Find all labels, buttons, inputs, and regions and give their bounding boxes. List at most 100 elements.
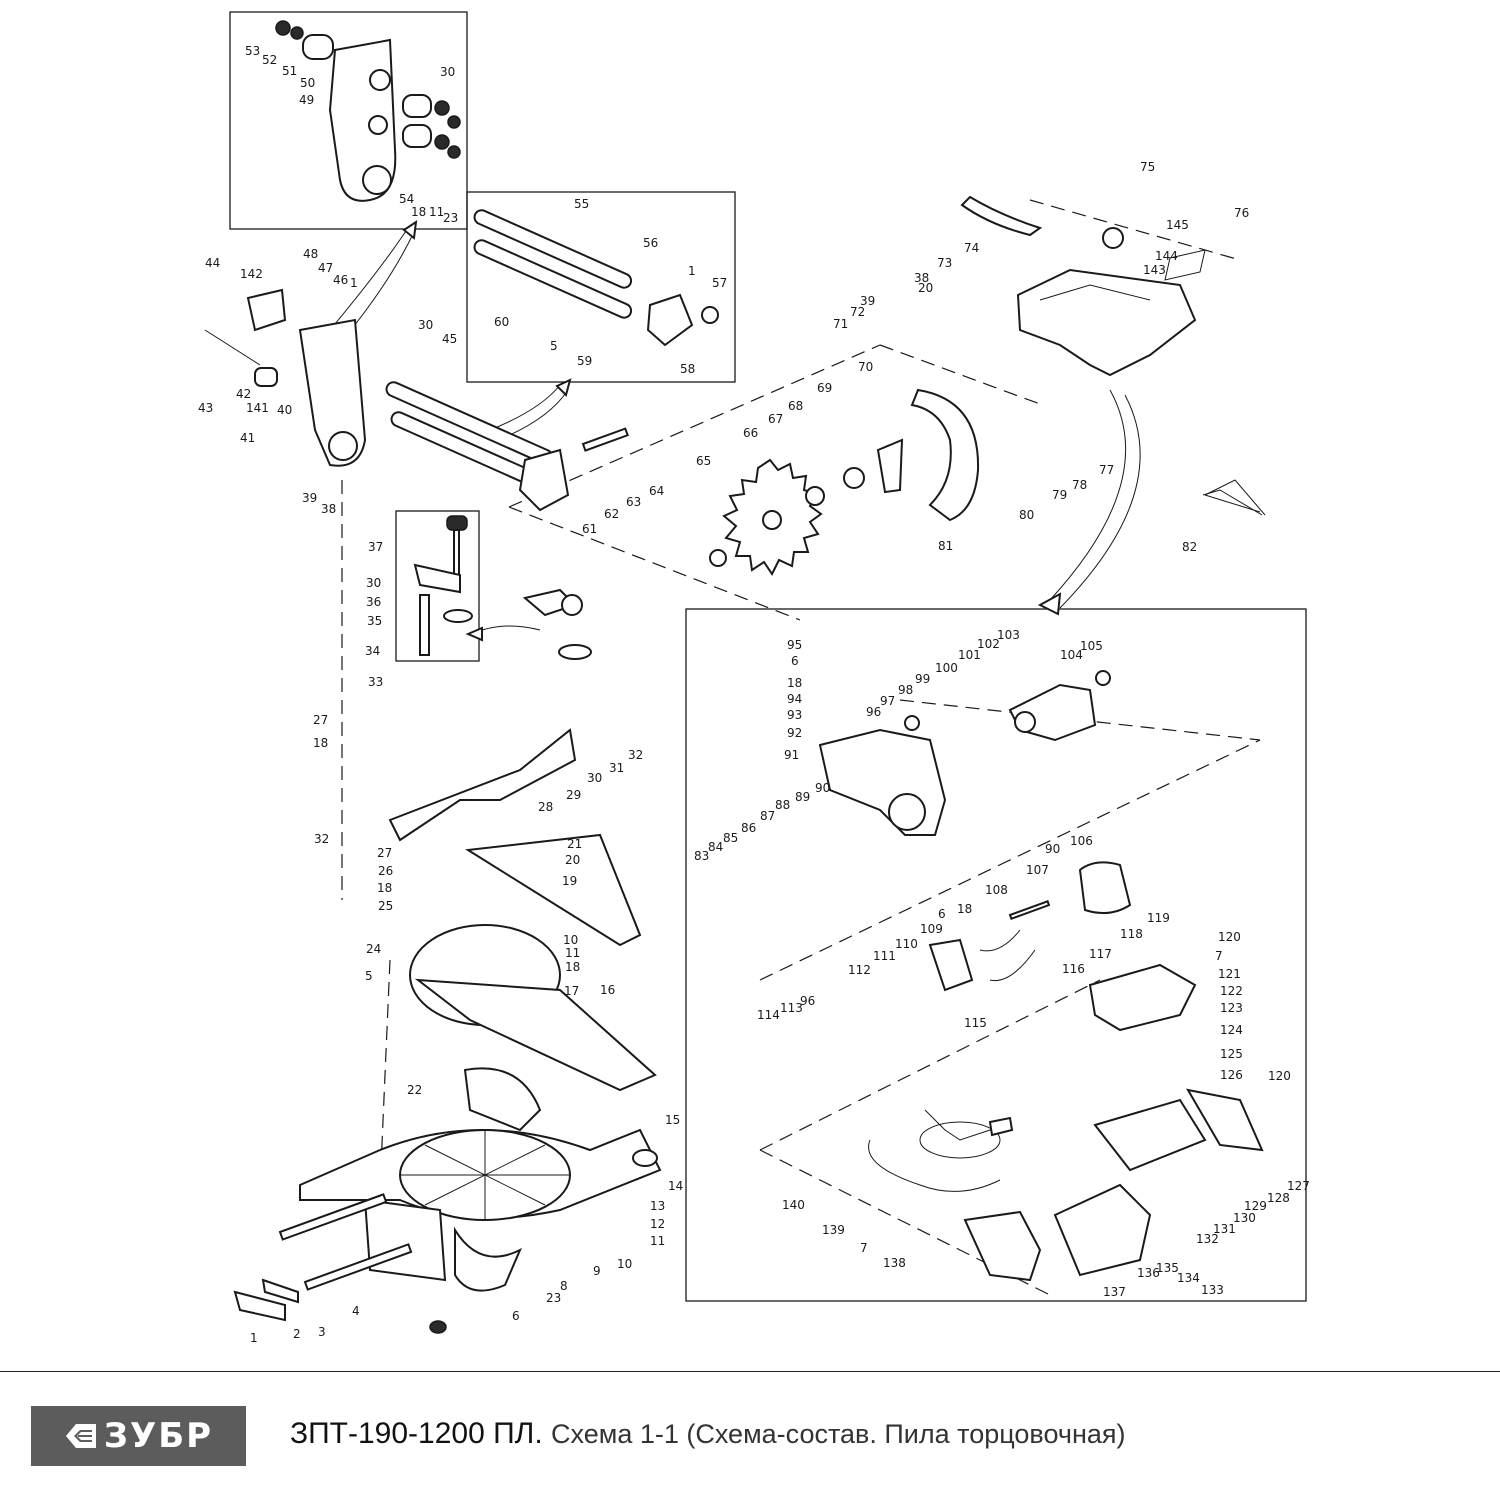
callout-10: 10 — [617, 1257, 632, 1271]
callout-110: 110 — [895, 937, 918, 951]
callout-76: 76 — [1234, 206, 1249, 220]
callout-89: 89 — [795, 790, 810, 804]
callout-32-2: 32 — [314, 832, 329, 846]
callout-1-2: 1 — [688, 264, 696, 278]
callout-77: 77 — [1099, 463, 1114, 477]
callout-94: 94 — [787, 692, 802, 706]
callout-27-2: 27 — [377, 846, 392, 860]
callout-120-2: 120 — [1268, 1069, 1291, 1083]
callout-82: 82 — [1182, 540, 1197, 554]
callout-98: 98 — [898, 683, 913, 697]
callout-112: 112 — [848, 963, 871, 977]
callout-126: 126 — [1220, 1068, 1243, 1082]
callout-144: 144 — [1155, 249, 1178, 263]
callout-53: 53 — [245, 44, 260, 58]
callout-124: 124 — [1220, 1023, 1243, 1037]
motor-housing-top — [960, 195, 1266, 516]
callout-5-2: 5 — [550, 339, 558, 353]
callout-60: 60 — [494, 315, 509, 329]
callout-22: 22 — [407, 1083, 422, 1097]
callout-80: 80 — [1019, 508, 1034, 522]
callout-120: 120 — [1218, 930, 1241, 944]
callout-79: 79 — [1052, 488, 1067, 502]
callout-118: 118 — [1120, 927, 1143, 941]
callout-130: 130 — [1233, 1211, 1256, 1225]
callout-27: 27 — [313, 713, 328, 727]
callout-108: 108 — [985, 883, 1008, 897]
callout-18-2: 18 — [565, 960, 580, 974]
callout-95: 95 — [787, 638, 802, 652]
callout-122: 122 — [1220, 984, 1243, 998]
callout-41: 41 — [240, 431, 255, 445]
callout-6-3: 6 — [938, 907, 946, 921]
inset-box-clamp — [395, 510, 480, 662]
callout-40: 40 — [277, 403, 292, 417]
callout-107: 107 — [1026, 863, 1049, 877]
callout-6-2: 6 — [791, 654, 799, 668]
callout-29: 29 — [566, 788, 581, 802]
callout-30-4: 30 — [587, 771, 602, 785]
callout-86: 86 — [741, 821, 756, 835]
callout-85: 85 — [723, 831, 738, 845]
callout-63: 63 — [626, 495, 641, 509]
callout-138: 138 — [883, 1256, 906, 1270]
scheme-subtitle: Схема 1-1 (Схема-состав. Пила торцовочна… — [551, 1419, 1126, 1449]
callout-96-2: 96 — [800, 994, 815, 1008]
callout-58: 58 — [680, 362, 695, 376]
callout-13: 13 — [650, 1199, 665, 1213]
callout-5: 5 — [365, 969, 373, 983]
clamp — [413, 515, 592, 660]
callout-18-5: 18 — [957, 902, 972, 916]
callout-1: 1 — [250, 1331, 258, 1345]
callout-31: 31 — [609, 761, 624, 775]
callout-25: 25 — [378, 899, 393, 913]
exploded-parts-diagram: 1112345566677891010111111121314151617181… — [198, 11, 1310, 1345]
callout-49: 49 — [299, 93, 314, 107]
callout-50: 50 — [300, 76, 315, 90]
callout-14: 14 — [668, 1179, 683, 1193]
main-arm — [204, 288, 629, 512]
callout-139: 139 — [822, 1223, 845, 1237]
callout-134: 134 — [1177, 1271, 1200, 1285]
callout-66: 66 — [743, 426, 758, 440]
flow-arrows — [329, 219, 1141, 642]
callout-115: 115 — [964, 1016, 987, 1030]
inset-box-rails — [466, 191, 736, 383]
callout-52: 52 — [262, 53, 277, 67]
callout-75: 75 — [1140, 160, 1155, 174]
callout-55: 55 — [574, 197, 589, 211]
callout-39-2: 39 — [860, 294, 875, 308]
callout-127: 127 — [1287, 1179, 1310, 1193]
callout-37: 37 — [368, 540, 383, 554]
callout-137: 137 — [1103, 1285, 1126, 1299]
callout-83: 83 — [694, 849, 709, 863]
callout-21: 21 — [567, 837, 582, 851]
callout-68: 68 — [788, 399, 803, 413]
callout-30-2: 30 — [418, 318, 433, 332]
callout-67: 67 — [768, 412, 783, 426]
callout-105: 105 — [1080, 639, 1103, 653]
fence-and-table — [233, 728, 662, 1334]
callout-11: 11 — [650, 1234, 665, 1248]
callout-96: 96 — [866, 705, 881, 719]
callout-28: 28 — [538, 800, 553, 814]
callout-7: 7 — [860, 1241, 868, 1255]
callout-4: 4 — [352, 1304, 360, 1318]
callout-104: 104 — [1060, 648, 1083, 662]
callout-56: 56 — [643, 236, 658, 250]
callout-119: 119 — [1147, 911, 1170, 925]
callout-18: 18 — [411, 205, 426, 219]
callout-129: 129 — [1244, 1199, 1267, 1213]
callout-26: 26 — [378, 864, 393, 878]
callout-1-3: 1 — [350, 276, 358, 290]
callout-145: 145 — [1166, 218, 1189, 232]
model-name: ЗПТ-190-1200 ПЛ. — [290, 1417, 543, 1450]
callout-23: 23 — [443, 211, 458, 225]
callout-78: 78 — [1072, 478, 1087, 492]
callout-116: 116 — [1062, 962, 1085, 976]
callout-54: 54 — [399, 192, 414, 206]
callout-87: 87 — [760, 809, 775, 823]
callout-133: 133 — [1201, 1283, 1224, 1297]
callout-99: 99 — [915, 672, 930, 686]
